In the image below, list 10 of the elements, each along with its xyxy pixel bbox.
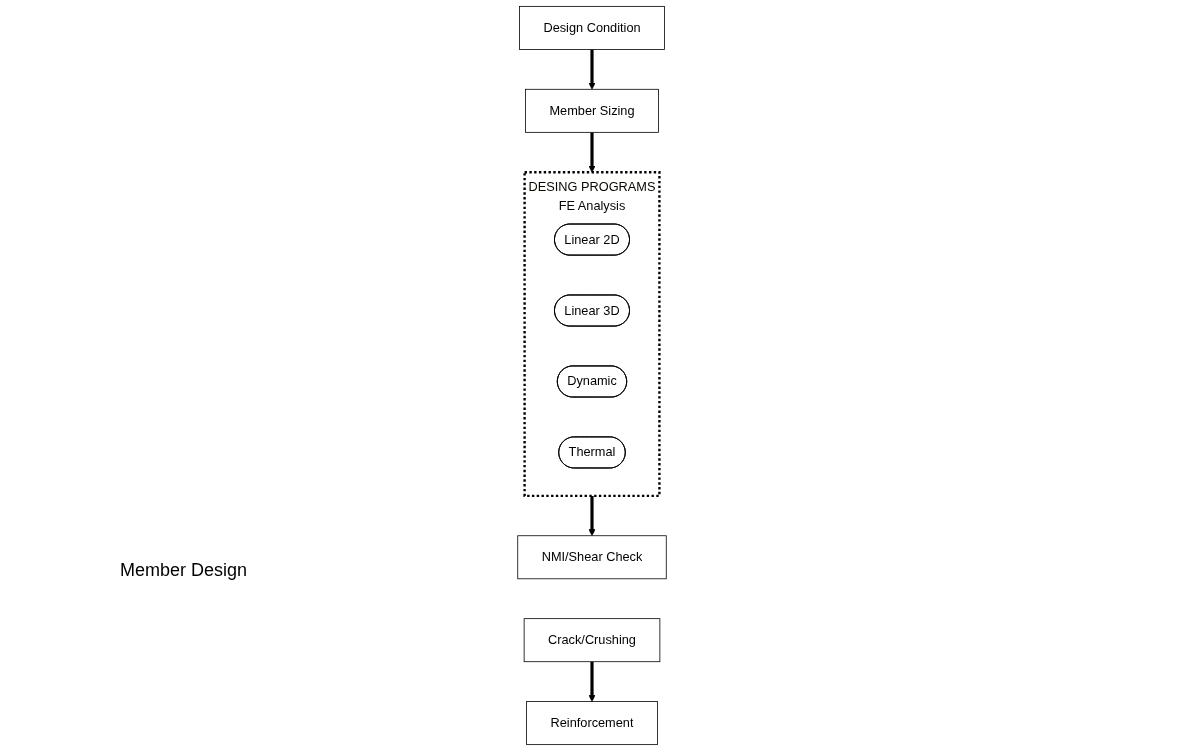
node-box: Member Sizing — [525, 88, 659, 133]
node-box: Design Condition — [519, 5, 665, 50]
side-note: Member Design — [120, 560, 248, 581]
arrow — [588, 49, 596, 90]
node-box: Reinforcement — [526, 701, 658, 745]
node-box: Crack/Crushing — [523, 618, 661, 663]
arrow — [588, 661, 596, 702]
arrow — [588, 132, 596, 173]
arrow — [588, 495, 596, 537]
node-box: NMI/Shear Check — [517, 535, 667, 580]
